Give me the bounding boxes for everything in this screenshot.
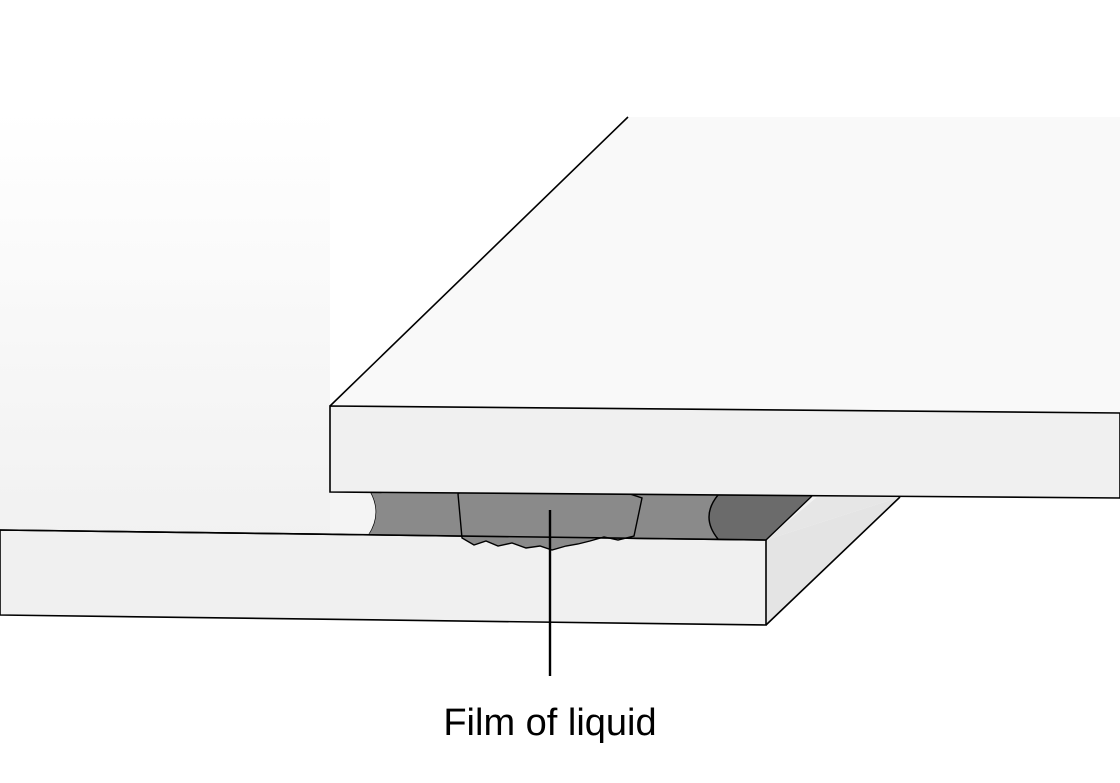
film-of-liquid-label: Film of liquid <box>443 702 656 744</box>
liquid-film-right-meniscus <box>709 495 812 540</box>
bottom-plate-front-face <box>0 529 767 626</box>
liquid-right-meniscus-curve <box>708 494 719 540</box>
bottom-plate-top-edge <box>0 529 767 541</box>
top-plate-front-face <box>329 405 1120 499</box>
top-plate-slant-edge <box>329 116 629 407</box>
bottom-plate-side-face <box>766 497 900 625</box>
bottom-plate-slant-edge <box>765 496 901 626</box>
top-plate-top-surface <box>330 117 1120 413</box>
bottom-plate-top-surface <box>0 110 900 540</box>
liquid-left-gap <box>330 492 376 535</box>
bottom-plate-back-edge <box>765 495 813 541</box>
